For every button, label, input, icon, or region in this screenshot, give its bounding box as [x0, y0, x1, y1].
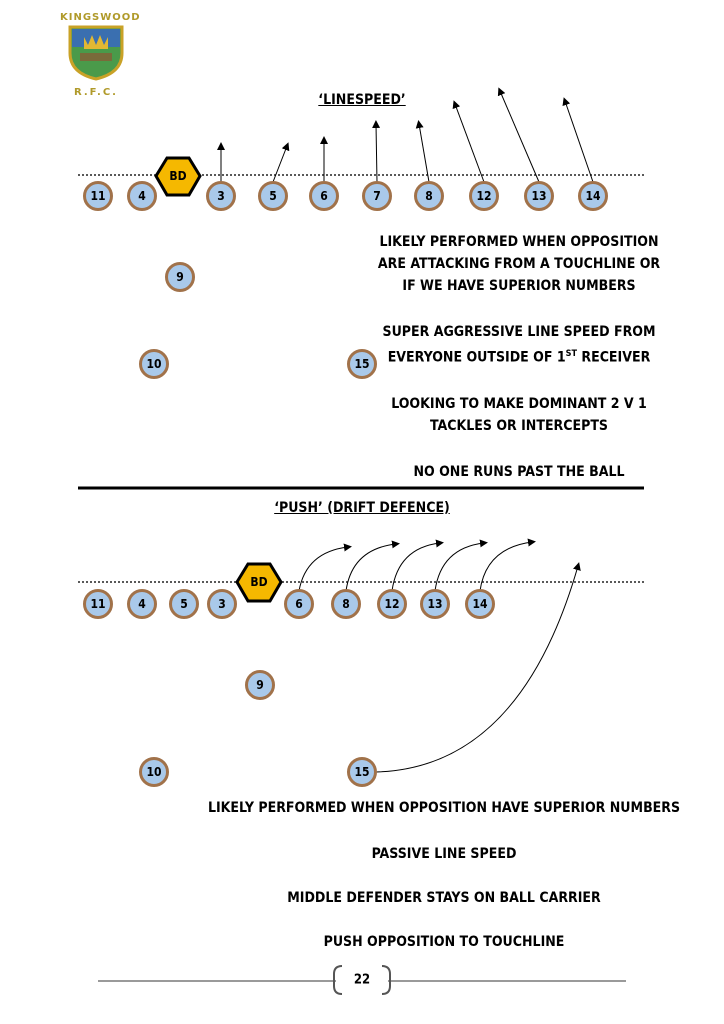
top-player-12: 12	[469, 181, 499, 211]
note-line: PUSH OPPOSITION TO TOUCHLINE	[323, 934, 565, 950]
top-player-6: 6	[309, 181, 339, 211]
note-line: ARE ATTACKING FROM A TOUCHLINE OR	[377, 256, 661, 272]
push-notes: LIKELY PERFORMED WHEN OPPOSITION HAVE SU…	[208, 797, 680, 953]
club-crest-icon	[68, 25, 124, 81]
note-line: MIDDLE DEFENDER STAYS ON BALL CARRIER	[287, 890, 601, 906]
bottom-player-11: 11	[83, 589, 113, 619]
bottom-player-14: 14	[465, 589, 495, 619]
note-line: LIKELY PERFORMED WHEN OPPOSITION HAVE SU…	[207, 800, 681, 816]
club-logo: KINGSWOOD R.F.C.	[60, 12, 141, 98]
bottom-ball-hexagon	[235, 562, 283, 603]
note-line: NO ONE RUNS PAST THE BALL	[413, 463, 625, 480]
note-line: IF WE HAVE SUPERIOR NUMBERS	[402, 278, 636, 294]
logo-bottom-text: R.F.C.	[74, 87, 118, 98]
note-line: LOOKING TO MAKE DOMINANT 2 V 1	[391, 395, 647, 412]
top-player-10: 10	[139, 349, 169, 379]
top-player-11: 11	[83, 181, 113, 211]
top-player-15: 15	[347, 349, 377, 379]
bottom-player-9: 9	[245, 670, 275, 700]
linespeed-notes: LIKELY PERFORMED WHEN OPPOSITION ARE ATT…	[378, 231, 660, 483]
bottom-ball-label: BD	[250, 575, 268, 589]
top-player-13: 13	[524, 181, 554, 211]
top-player-9: 9	[165, 262, 195, 292]
note-line: TACKLES OR INTERCEPTS	[429, 417, 608, 434]
drift-arrows	[298, 538, 581, 773]
footer-rule-right	[388, 980, 626, 982]
top-ball-label: BD	[169, 169, 187, 183]
bottom-player-6: 6	[284, 589, 314, 619]
top-ball-hexagon	[154, 156, 202, 197]
bottom-player-4: 4	[127, 589, 157, 619]
top-player-8: 8	[414, 181, 444, 211]
push-title: ‘PUSH’ (DRIFT DEFENCE)	[274, 500, 450, 516]
footer-rule-left	[98, 980, 336, 982]
bottom-player-5: 5	[169, 589, 199, 619]
bottom-player-13: 13	[420, 589, 450, 619]
bottom-player-8: 8	[331, 589, 361, 619]
top-player-4: 4	[127, 181, 157, 211]
top-player-3: 3	[206, 181, 236, 211]
linespeed-arrows	[217, 87, 594, 183]
note-line: LIKELY PERFORMED WHEN OPPOSITION	[379, 234, 659, 250]
top-player-14: 14	[578, 181, 608, 211]
note-line: SUPER AGGRESSIVE LINE SPEED FROM	[382, 324, 656, 340]
note-line: PASSIVE LINE SPEED	[371, 846, 517, 862]
logo-top-text: KINGSWOOD	[60, 12, 141, 23]
bottom-player-12: 12	[377, 589, 407, 619]
linespeed-title: ‘LINESPEED’	[318, 92, 406, 108]
bottom-player-15: 15	[347, 757, 377, 787]
bottom-player-3: 3	[207, 589, 237, 619]
note-line: EVERYONE OUTSIDE OF 1ST RECEIVER	[387, 349, 651, 366]
top-player-7: 7	[362, 181, 392, 211]
bottom-player-10: 10	[139, 757, 169, 787]
top-player-5: 5	[258, 181, 288, 211]
page-number: 22	[353, 972, 371, 988]
